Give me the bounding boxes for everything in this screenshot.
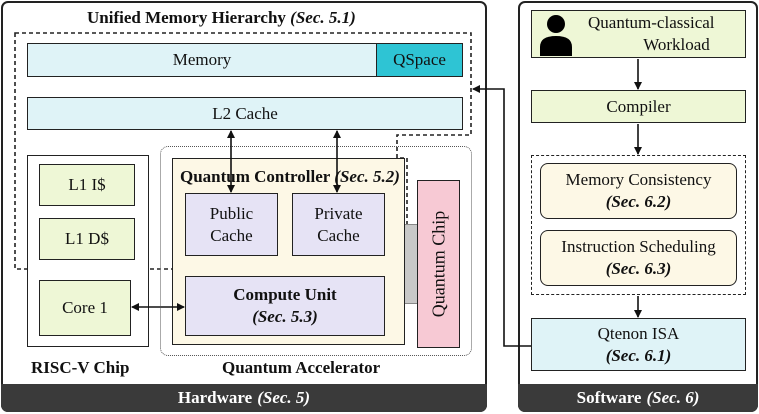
instruction-scheduling-label: Instruction Scheduling: [561, 237, 716, 256]
quantum-chip-block: Quantum Chip: [417, 180, 460, 348]
l1-icache-block: L1 I$: [39, 164, 135, 206]
qspace-label: QSpace: [393, 50, 446, 69]
compute-unit-ref: (Sec. 5.3): [252, 307, 318, 326]
quantum-controller-title: Quantum Controller (Sec. 5.2): [180, 167, 400, 187]
private-cache-block: Private Cache: [292, 193, 385, 256]
hardware-footer-label: Hardware: [177, 388, 253, 407]
core-label: Core 1: [62, 298, 108, 317]
compute-unit-label: Compute Unit: [233, 285, 337, 304]
memory-consistency-block: Memory Consistency (Sec. 6.2): [540, 163, 737, 219]
memory-block: Memory: [27, 43, 377, 77]
compiler-label: Compiler: [606, 96, 671, 116]
person-icon: [540, 15, 572, 56]
public-cache-line-2: Cache: [210, 225, 253, 245]
software-footer-label: Software: [576, 388, 642, 407]
hardware-footer: Hardware (Sec. 5): [1, 384, 487, 412]
instruction-scheduling-block: Instruction Scheduling (Sec. 6.3): [540, 230, 737, 286]
software-footer-ref: (Sec. 6): [646, 388, 700, 407]
quantum-controller-title-text: Quantum Controller: [180, 167, 331, 186]
private-cache-line-1: Private: [314, 203, 363, 223]
unified-memory-title-ref: (Sec. 5.1): [290, 8, 356, 27]
qtenon-isa-block: Qtenon ISA (Sec. 6.1): [531, 318, 746, 371]
unified-memory-title: Unified Memory Hierarchy (Sec. 5.1): [87, 8, 356, 28]
public-cache-line-1: Public: [209, 203, 254, 223]
unified-memory-title-text: Unified Memory Hierarchy: [87, 8, 286, 27]
qspace-block: QSpace: [376, 43, 463, 77]
memory-label: Memory: [172, 50, 232, 69]
quantum-controller-title-ref: (Sec. 5.2): [334, 167, 400, 186]
core-block: Core 1: [39, 280, 131, 336]
l2-cache-label: L2 Cache: [212, 103, 278, 123]
workload-line-1: Quantum-classical: [588, 13, 715, 32]
l1-dcache-block: L1 D$: [39, 218, 135, 260]
qtenon-isa-label: Qtenon ISA: [597, 323, 680, 343]
qtenon-isa-ref: (Sec. 6.1): [605, 345, 672, 365]
software-optimizations-region: [531, 155, 746, 295]
quantum-accelerator-label: Quantum Accelerator: [222, 358, 381, 377]
memory-consistency-ref: (Sec. 6.2): [605, 192, 672, 211]
private-cache-line-2: Cache: [317, 225, 360, 245]
workload-line-2: Workload: [643, 35, 710, 54]
memory-consistency-label: Memory Consistency: [565, 170, 712, 189]
riscv-chip-label: RISC-V Chip: [31, 358, 130, 377]
l1-icache-label: L1 I$: [68, 175, 106, 194]
quantum-accelerator-region: [160, 146, 472, 356]
controller-chip-link: [405, 224, 417, 304]
compute-unit-block: Compute Unit (Sec. 5.3): [185, 276, 385, 336]
hardware-footer-ref: (Sec. 5): [257, 388, 311, 407]
l2-cache-block: L2 Cache: [27, 97, 463, 130]
software-footer: Software (Sec. 6): [518, 384, 758, 412]
instruction-scheduling-ref: (Sec. 6.3): [605, 259, 672, 278]
public-cache-block: Public Cache: [185, 193, 278, 256]
l1-dcache-label: L1 D$: [65, 229, 109, 248]
compiler-block: Compiler: [531, 90, 746, 123]
